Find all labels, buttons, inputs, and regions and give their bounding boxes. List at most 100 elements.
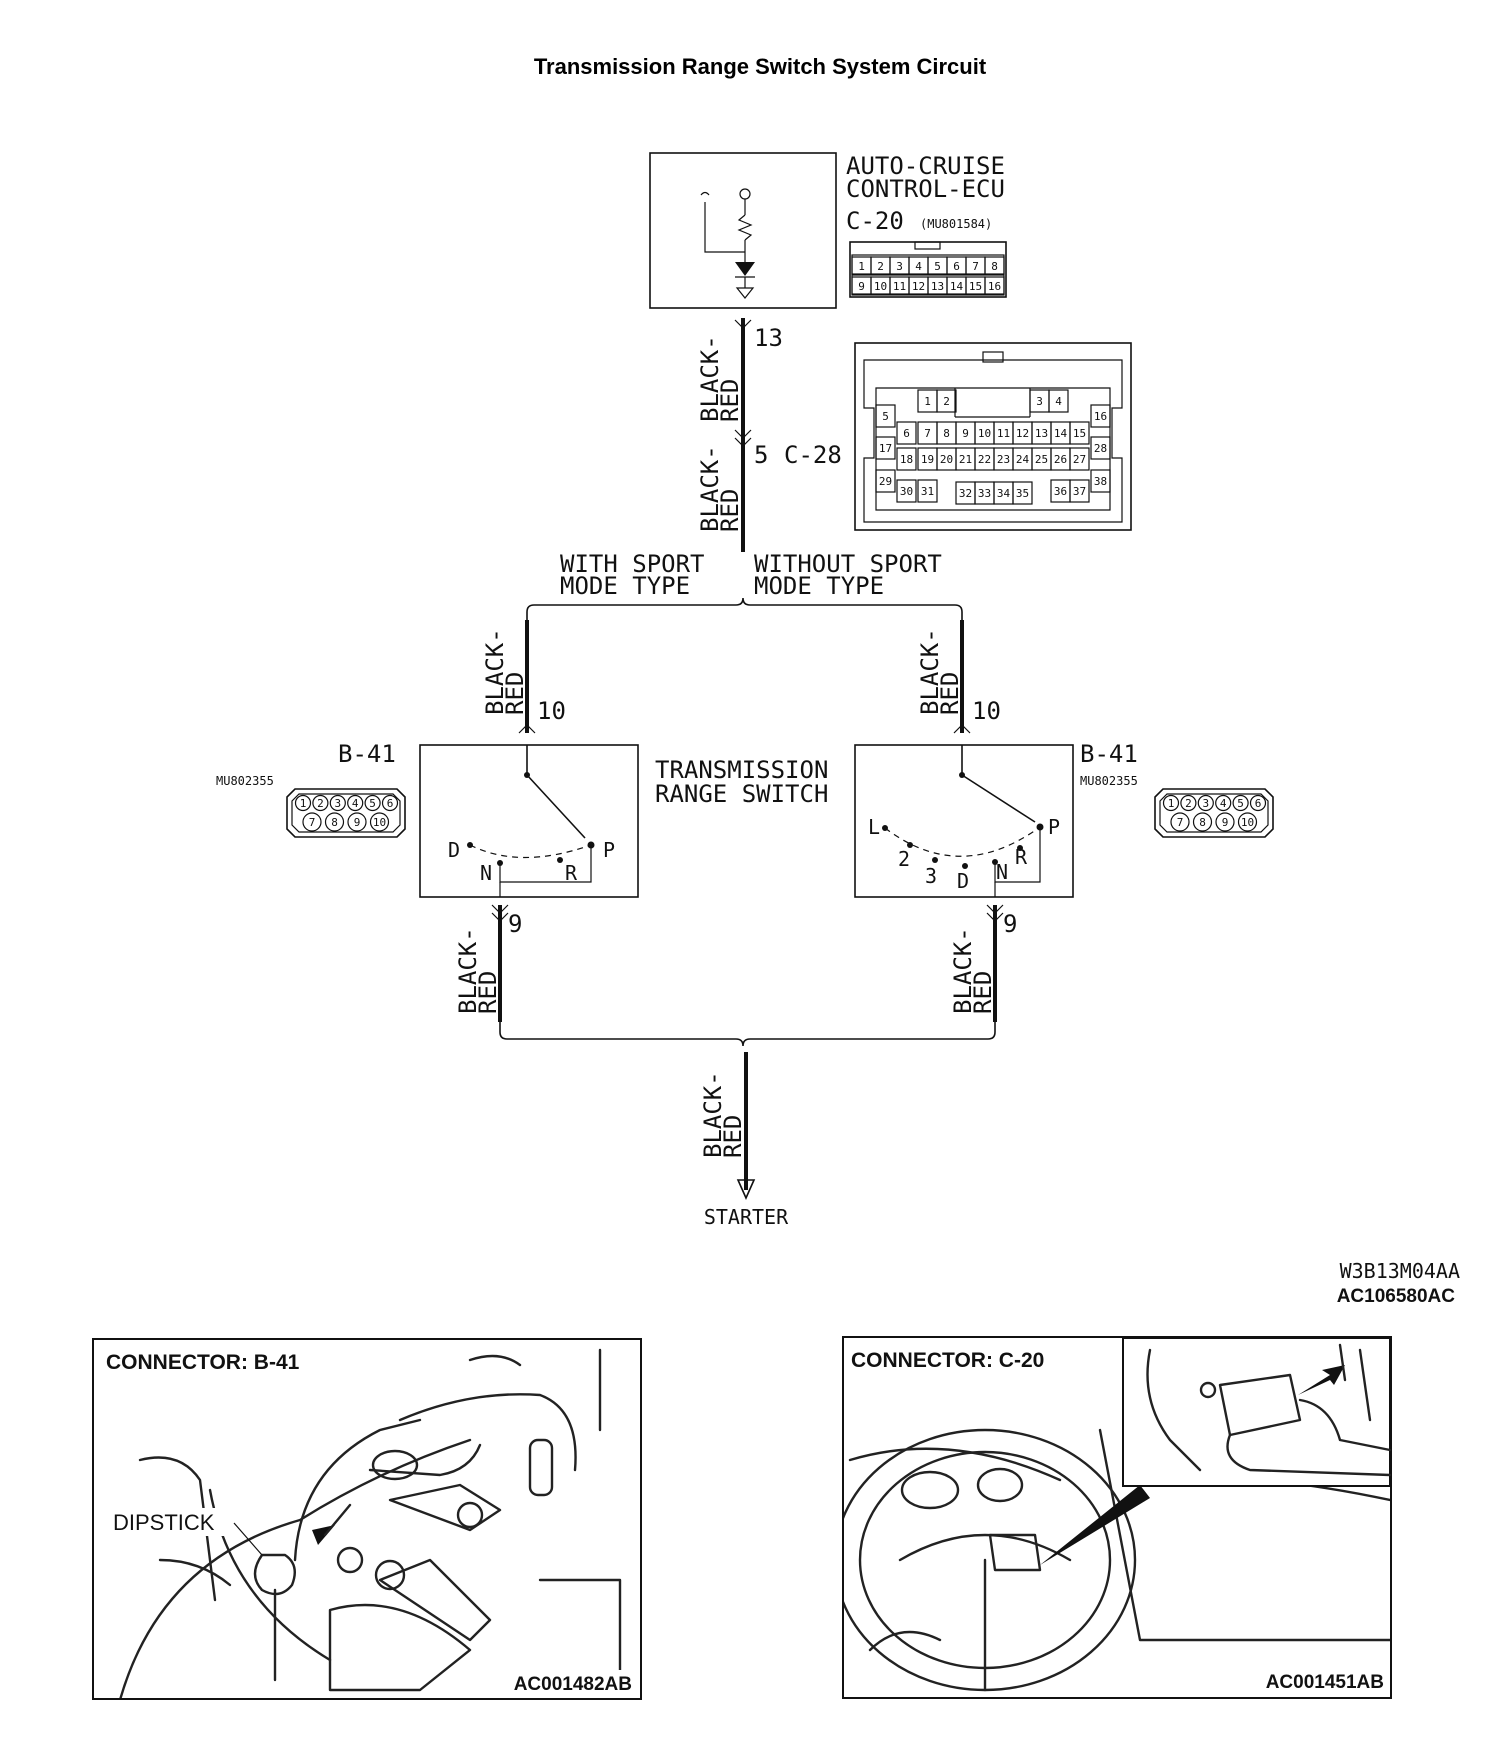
right-pos-2: 2: [898, 847, 910, 871]
c28-pin: 16: [1094, 410, 1107, 423]
c28-pin: 10: [978, 427, 991, 440]
c20-pin: 7: [972, 260, 979, 273]
c20-pin: 5: [934, 260, 941, 273]
c28-pin: 26: [1054, 453, 1067, 466]
c28-pin: 2: [943, 395, 950, 408]
ecu-name-line2: CONTROL-ECU: [846, 175, 1005, 203]
left-pos-d: D: [448, 838, 460, 862]
c28-pin: 27: [1073, 453, 1086, 466]
c20-inset-sketch: [1146, 1343, 1392, 1477]
c28-pin: 5: [882, 410, 889, 423]
diagram-code: W3B13M04AA: [1340, 1259, 1460, 1283]
c28-pin: 9: [962, 427, 969, 440]
wire-color-2b: RED: [716, 489, 744, 532]
starter-wire-color-b: RED: [719, 1115, 747, 1158]
starter-wire-color-a: BLACK-: [699, 1071, 727, 1158]
c28-pin: 18: [900, 453, 913, 466]
c20-photo-code: AC001451AB: [1266, 1672, 1384, 1693]
c20-pin: 14: [950, 280, 964, 293]
right-output-terminal: 9: [1003, 910, 1017, 938]
c20-pin: 3: [896, 260, 903, 273]
junction-pin-5: 5: [754, 441, 768, 469]
b41-photo-code: AC001482AB: [514, 1674, 632, 1695]
c28-pin: 15: [1073, 427, 1086, 440]
ecu-name-line1: AUTO-CRUISE: [846, 152, 1005, 180]
left-output-terminal: 9: [508, 910, 522, 938]
wire-color-1a: BLACK-: [696, 335, 724, 422]
c28-pin: 3: [1036, 395, 1043, 408]
b41-pin: 4: [352, 797, 359, 810]
right-pos-d: D: [957, 869, 969, 893]
c20-dashboard-sketch: [844, 1428, 1390, 1692]
c28-pin: 24: [1016, 453, 1030, 466]
b41-dipstick-callout: DIPSTICK: [113, 1510, 215, 1535]
c28-pin: 13: [1035, 427, 1048, 440]
c20-pin: 8: [991, 260, 998, 273]
b41-pin: 8: [331, 816, 338, 829]
ecu-box: [649, 152, 837, 309]
b41-pin: 5: [1237, 797, 1244, 810]
c20-pin: 10: [874, 280, 887, 293]
right-lower-color-a: BLACK-: [949, 927, 977, 1014]
c20-photo-title: CONNECTOR: C-20: [851, 1349, 1044, 1372]
c20-pin: 16: [988, 280, 1001, 293]
c28-pin: 31: [921, 485, 934, 498]
b41-pin: 5: [369, 797, 376, 810]
b41-pin: 7: [309, 816, 316, 829]
right-b41-part: MU802355: [1080, 774, 1138, 788]
right-lower-color-b: RED: [969, 971, 997, 1014]
c28-pin: 36: [1054, 485, 1067, 498]
right-wire-color-a: BLACK-: [916, 628, 944, 715]
c28-pin: 23: [997, 453, 1010, 466]
c28-pin: 1: [924, 395, 931, 408]
photo-panel-c20: CONNECTOR: C-20 AC001451AB: [842, 1336, 1392, 1699]
branch-left-line2: MODE TYPE: [560, 572, 690, 600]
branch-brace: [526, 597, 963, 620]
b41-photo-title: CONNECTOR: B-41: [106, 1351, 300, 1374]
c28-pin: 32: [959, 487, 972, 500]
c28-pin: 7: [924, 427, 931, 440]
b41-engine-sketch: [119, 1348, 622, 1698]
left-wire-color-a: BLACK-: [481, 628, 509, 715]
right-input-terminal: 10: [972, 697, 1001, 725]
b41-pin: 10: [373, 816, 386, 829]
ecu-part-number: (MU801584): [920, 217, 992, 231]
right-switch-box: [854, 744, 1074, 898]
right-pos-3: 3: [925, 864, 937, 888]
right-switch-symbol: [882, 745, 1044, 897]
branch-left-line1: WITH SPORT: [560, 550, 705, 578]
c28-pin: 29: [879, 475, 892, 488]
join-brace: [499, 1022, 996, 1047]
right-pos-n: N: [996, 860, 1008, 884]
b41-pin: 9: [1222, 816, 1229, 829]
c28-pin: 21: [959, 453, 972, 466]
left-pos-n: N: [480, 861, 492, 885]
c28-pin: 35: [1016, 487, 1029, 500]
b41-pin: 2: [317, 797, 324, 810]
c28-pin: 38: [1094, 475, 1107, 488]
wire-color-1b: RED: [716, 379, 744, 422]
ecu-connector-id: C-20: [846, 207, 904, 235]
c20-pin: 15: [969, 280, 982, 293]
wire-color-2a: BLACK-: [696, 445, 724, 532]
photo-panel-b41: CONNECTOR: B-41 DIPSTICK AC001482AB: [92, 1338, 642, 1700]
left-pos-r: R: [565, 861, 578, 885]
c28-pin: 11: [997, 427, 1010, 440]
c28-pin: 33: [978, 487, 991, 500]
c20-pin: 12: [912, 280, 925, 293]
b41-pin: 3: [334, 797, 341, 810]
branch-right-line2: MODE TYPE: [754, 572, 884, 600]
b41-pin: 1: [1168, 797, 1175, 810]
c20-pin: 4: [915, 260, 922, 273]
figure-code: AC106580AC: [1337, 1286, 1456, 1307]
left-switch-symbol: [467, 745, 595, 897]
left-wire-color-b: RED: [501, 672, 529, 715]
junction-connector-id: C-28: [784, 441, 842, 469]
left-pos-p: P: [603, 838, 615, 862]
branch-right-line1: WITHOUT SPORT: [754, 550, 942, 578]
